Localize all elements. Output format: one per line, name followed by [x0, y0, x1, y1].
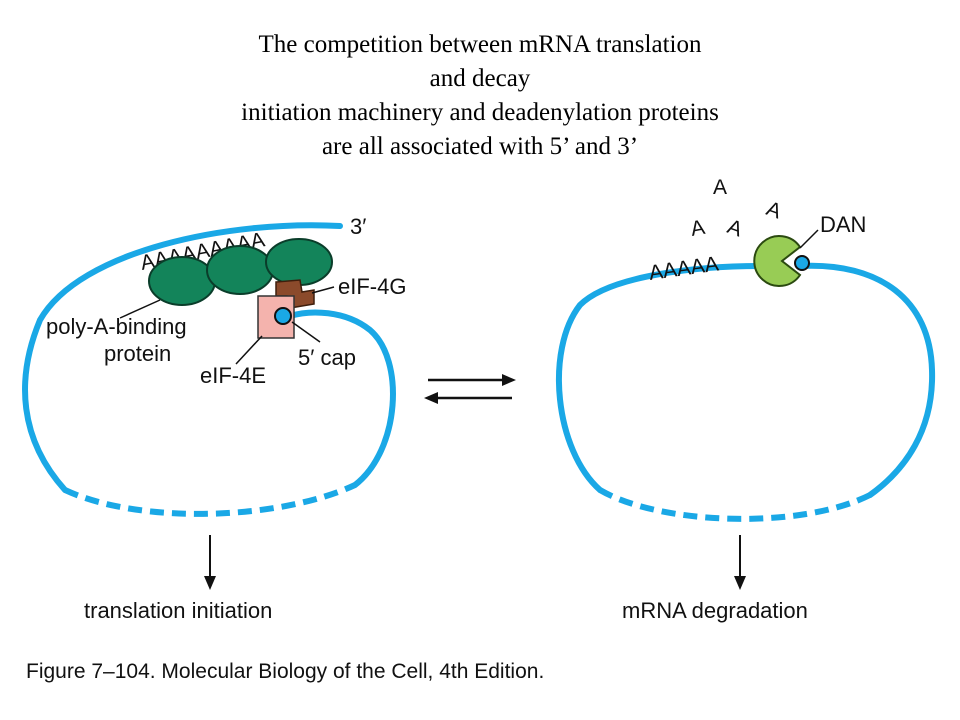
dan-leader — [799, 229, 819, 249]
left-panel: AAAAAAAAA 3′ eIF-4G poly-A-binding prote… — [22, 214, 406, 623]
slide-title: The competition between mRNA translation… — [0, 28, 960, 164]
title-line-1: The competition between mRNA translation — [258, 31, 702, 58]
right-down-arrowhead-icon — [734, 576, 746, 590]
eif4g-leader — [311, 286, 335, 294]
right-5prime-cap-icon — [794, 255, 810, 271]
three-prime-label: 3′ — [350, 214, 366, 239]
figure-caption: Figure 7–104. Molecular Biology of the C… — [26, 660, 544, 683]
left-mrna-dashed-segment — [63, 482, 357, 517]
pabp-label-line2: protein — [104, 341, 171, 366]
pabp-1 — [148, 256, 216, 306]
released-a-3: A — [724, 215, 745, 241]
equilibrium-arrows — [424, 374, 516, 404]
left-5prime-cap-icon — [274, 307, 292, 325]
right-mrna-strand-left — [555, 263, 763, 493]
title-line-3: initiation machinery and deadenylation p… — [241, 99, 719, 126]
title-line-2: and decay — [429, 65, 531, 92]
cap-leader — [291, 321, 321, 343]
released-a-4: A — [763, 197, 784, 223]
title-line-4: are all associated with 5’ and 3’ — [321, 133, 639, 160]
right-polya-tail: AAAAA — [647, 252, 720, 285]
pabp-leader — [119, 299, 161, 319]
left-mrna-strand — [22, 222, 343, 493]
left-mrna-strand-5prime — [287, 309, 396, 488]
eif4e-label: eIF-4E — [200, 363, 266, 388]
pabp-label-line1: poly-A-binding — [46, 314, 187, 339]
right-panel: A A A A AAAAA DAN mRNA degradation — [555, 176, 936, 623]
right-mrna-dashed-segment — [598, 487, 872, 522]
five-prime-cap-label: 5′ cap — [298, 345, 356, 370]
reverse-arrowhead-icon — [424, 392, 438, 404]
released-a-1: A — [713, 176, 727, 199]
eif4g-label: eIF-4G — [338, 274, 406, 299]
released-a-2: A — [689, 216, 707, 241]
forward-arrowhead-icon — [502, 374, 516, 386]
translation-initiation-label: translation initiation — [84, 598, 272, 623]
dan-enzyme — [753, 235, 802, 287]
left-down-arrowhead-icon — [204, 576, 216, 590]
eif4e-leader — [235, 335, 263, 365]
right-mrna-strand — [797, 262, 936, 498]
pabp-3 — [265, 238, 333, 286]
mrna-degradation-label: mRNA degradation — [622, 598, 808, 623]
dan-label: DAN — [820, 212, 866, 237]
pabp-2 — [206, 245, 274, 295]
